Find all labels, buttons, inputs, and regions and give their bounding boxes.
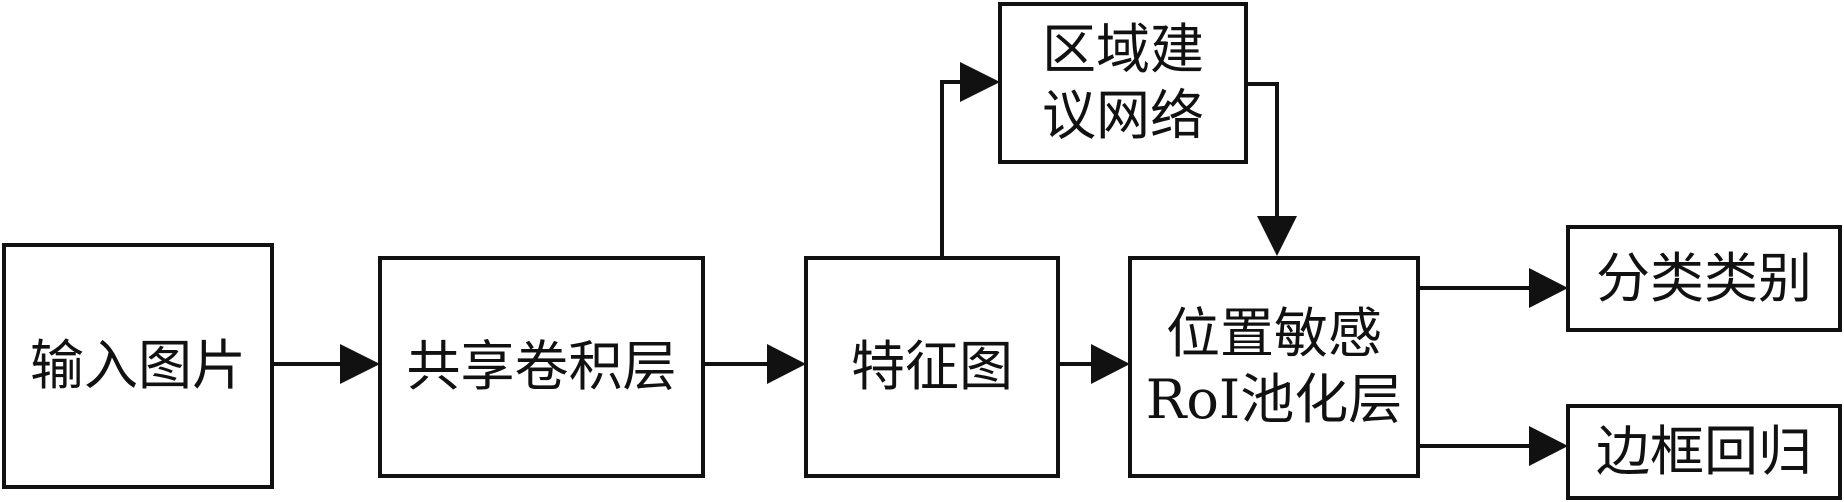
node-input-image: 输入图片	[2, 243, 274, 489]
arrowhead-psroi-top	[1257, 216, 1297, 256]
edge-rpn-to-psroi	[1246, 82, 1279, 216]
arrowhead-rpn	[960, 62, 1000, 102]
node-shared-conv: 共享卷积层	[378, 256, 705, 478]
node-cls-label: 分类类别	[1596, 246, 1812, 310]
node-feature-map-label: 特征图	[851, 335, 1013, 399]
node-ps-roi-pool-line2: RoI池化层	[1145, 368, 1403, 431]
node-feature-map: 特征图	[804, 256, 1060, 478]
node-cls: 分类类别	[1566, 225, 1842, 332]
node-rpn-line1: 区域建	[1042, 18, 1204, 82]
node-ps-roi-pool-line1: 位置敏感	[1166, 302, 1382, 366]
arrowhead-cls	[1529, 268, 1568, 308]
edge-feature-to-rpn	[940, 80, 960, 256]
node-ps-roi-pool: 位置敏感 RoI池化层	[1128, 256, 1420, 478]
node-shared-conv-label: 共享卷积层	[406, 335, 677, 399]
node-bbox: 边框回归	[1566, 404, 1842, 500]
arrowhead-bbox	[1529, 426, 1568, 466]
arrowhead-feature	[767, 344, 806, 384]
arrowhead-psroi	[1091, 344, 1130, 384]
node-rpn: 区域建 议网络	[998, 2, 1248, 164]
arrowhead-conv	[340, 344, 380, 384]
node-rpn-line2: 议网络	[1042, 84, 1204, 147]
node-bbox-label: 边框回归	[1596, 420, 1812, 484]
node-input-image-label: 输入图片	[30, 334, 246, 398]
